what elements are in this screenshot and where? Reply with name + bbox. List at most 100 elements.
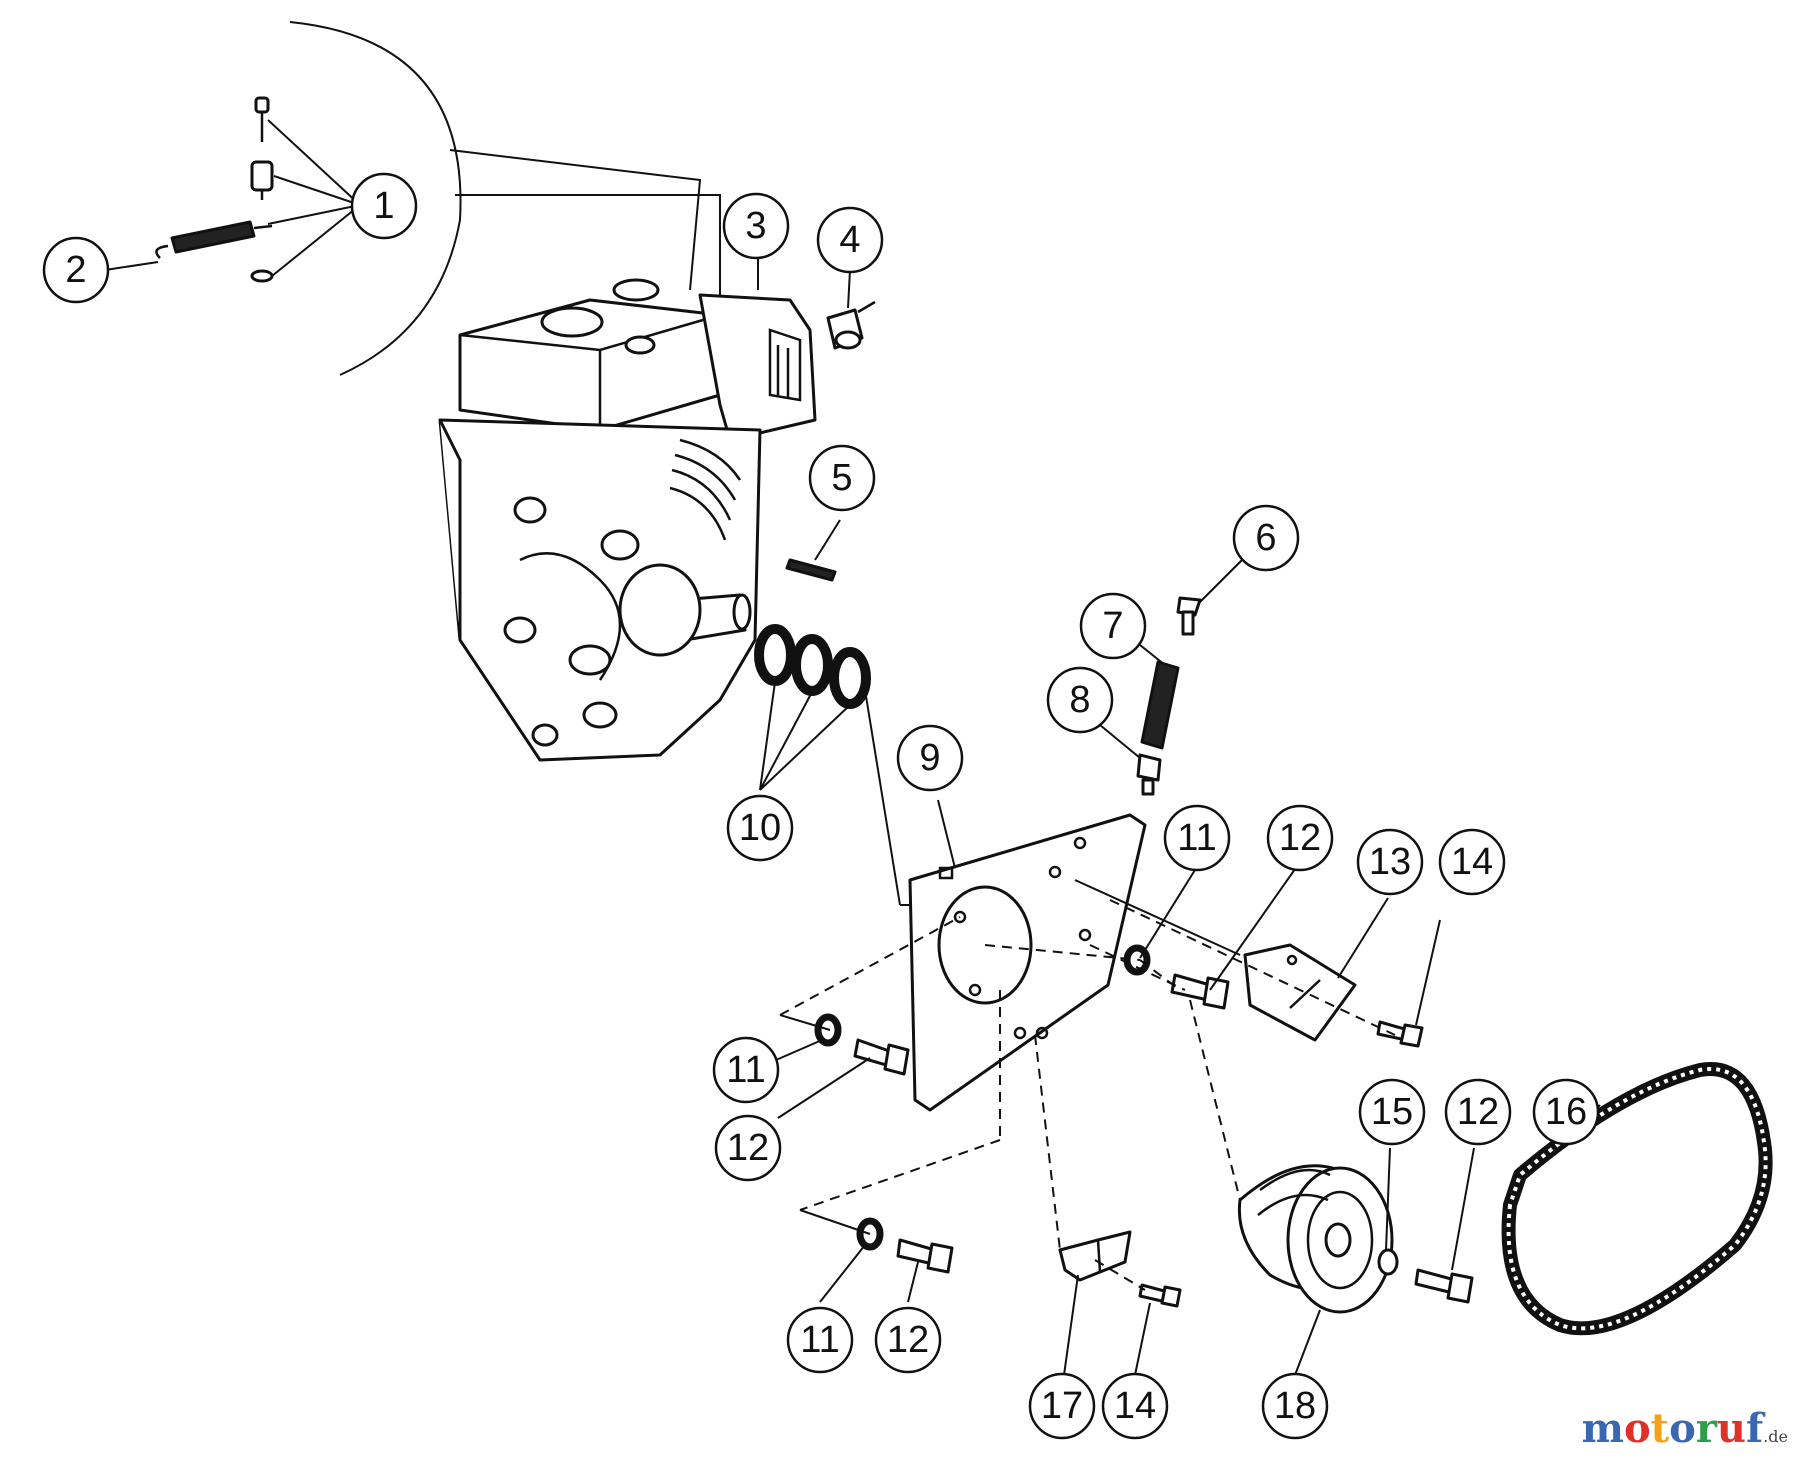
callout-11: 11 [786, 1306, 854, 1374]
callout-circle [1356, 828, 1424, 896]
callout-number: 14 [1114, 1385, 1156, 1427]
callout-circle [42, 236, 110, 304]
washer-bolt-left [814, 1013, 910, 1076]
callout-13: 13 [1356, 828, 1424, 896]
engine [438, 278, 817, 762]
callout-3: 3 [722, 192, 790, 260]
callout-5: 5 [808, 444, 876, 512]
linkage-pin-set [250, 96, 361, 283]
callout-number: 17 [1041, 1385, 1083, 1427]
callout-12: 12 [1266, 804, 1334, 872]
callout-8: 8 [1046, 666, 1114, 734]
callout-9: 9 [896, 724, 964, 792]
callout-11: 11 [712, 1036, 780, 1104]
callout-14: 14 [1438, 828, 1506, 896]
callout-2: 2 [42, 236, 110, 304]
callout-number: 8 [1069, 679, 1090, 721]
callout-number: 9 [919, 737, 940, 779]
callout-circle [726, 794, 794, 862]
callout-17: 17 [1028, 1372, 1096, 1440]
callout-11: 11 [1163, 804, 1231, 872]
callout-18: 18 [1261, 1372, 1329, 1440]
callout-circle [722, 192, 790, 260]
callout-number: 6 [1255, 517, 1276, 559]
callout-circle [1444, 1078, 1512, 1146]
brand-logo: motoruf.de [1582, 1405, 1788, 1452]
callout-10: 10 [726, 794, 794, 862]
guide-bolt [1138, 1283, 1182, 1308]
brand-letter: o [1669, 1405, 1696, 1452]
spacer-washers [754, 624, 871, 791]
callout-number: 5 [831, 457, 852, 499]
washer-bolt-upper [1123, 944, 1230, 1010]
bracket-bolt [1376, 1020, 1424, 1048]
callout-number: 2 [65, 249, 86, 291]
callout-circle [1261, 1372, 1329, 1440]
tensioner-assembly [1099, 559, 1243, 796]
callout-circle [786, 1306, 854, 1374]
belt-guide-bracket [1058, 1230, 1132, 1282]
callout-number: 11 [1177, 817, 1216, 859]
callout-circle [714, 1114, 782, 1182]
callout-circle [1028, 1372, 1096, 1440]
callout-number: 12 [1279, 817, 1321, 859]
brand-letter: o [1623, 1405, 1651, 1452]
callout-number: 1 [373, 185, 394, 227]
brand-letter: f [1745, 1405, 1764, 1452]
callout-circle [874, 1306, 942, 1374]
callout-circle [1358, 1078, 1426, 1146]
callout-circle [1046, 666, 1114, 734]
governor-spring [104, 220, 273, 271]
brand-letter: r [1695, 1405, 1717, 1452]
callout-number: 16 [1545, 1091, 1587, 1133]
callout-circle [712, 1036, 780, 1104]
detail-view-arc [289, 21, 721, 376]
callout-circle [1266, 804, 1334, 872]
brand-letter: m [1581, 1405, 1624, 1452]
callout-number: 15 [1371, 1091, 1413, 1133]
callout-circle [896, 724, 964, 792]
angle-bracket [1243, 943, 1357, 1042]
callout-12: 12 [1444, 1078, 1512, 1146]
shaft-key [785, 519, 841, 582]
callout-12: 12 [714, 1114, 782, 1182]
callout-circle [1438, 828, 1506, 896]
v-belt [1501, 1062, 1773, 1336]
callout-12: 12 [874, 1306, 942, 1374]
callout-number: 18 [1274, 1385, 1316, 1427]
callout-number: 7 [1102, 605, 1123, 647]
callout-circle [350, 172, 418, 240]
drive-pulley [1237, 1164, 1394, 1314]
callout-number: 13 [1369, 841, 1411, 883]
callout-circle [816, 206, 884, 274]
callout-number: 14 [1451, 841, 1493, 883]
callout-16: 16 [1532, 1078, 1600, 1146]
mounting-plate [908, 813, 1147, 1112]
washer-bolt-lower [856, 1217, 954, 1274]
callout-number: 10 [739, 807, 781, 849]
callout-circle [1101, 1372, 1169, 1440]
callout-number: 11 [800, 1319, 839, 1361]
callout-15: 15 [1358, 1078, 1426, 1146]
callout-circle [1232, 504, 1300, 572]
callout-number: 11 [726, 1049, 765, 1091]
callout-circle [1079, 592, 1147, 660]
callout-7: 7 [1079, 592, 1147, 660]
callout-number: 3 [745, 205, 766, 247]
brand-letter: t [1650, 1405, 1670, 1452]
callout-circle [1163, 804, 1231, 872]
callout-4: 4 [816, 206, 884, 274]
leader-lines [757, 225, 1601, 1376]
callout-number: 12 [1457, 1091, 1499, 1133]
callout-circle [808, 444, 876, 512]
engine-switch [826, 300, 876, 350]
callout-number: 12 [887, 1319, 929, 1361]
callout-1: 1 [350, 172, 418, 240]
brand-letter: u [1716, 1405, 1746, 1452]
brand-suffix: .de [1763, 1427, 1788, 1446]
pulley-washer-bolt [1377, 1248, 1474, 1304]
callout-14: 14 [1101, 1372, 1169, 1440]
callout-6: 6 [1232, 504, 1300, 572]
